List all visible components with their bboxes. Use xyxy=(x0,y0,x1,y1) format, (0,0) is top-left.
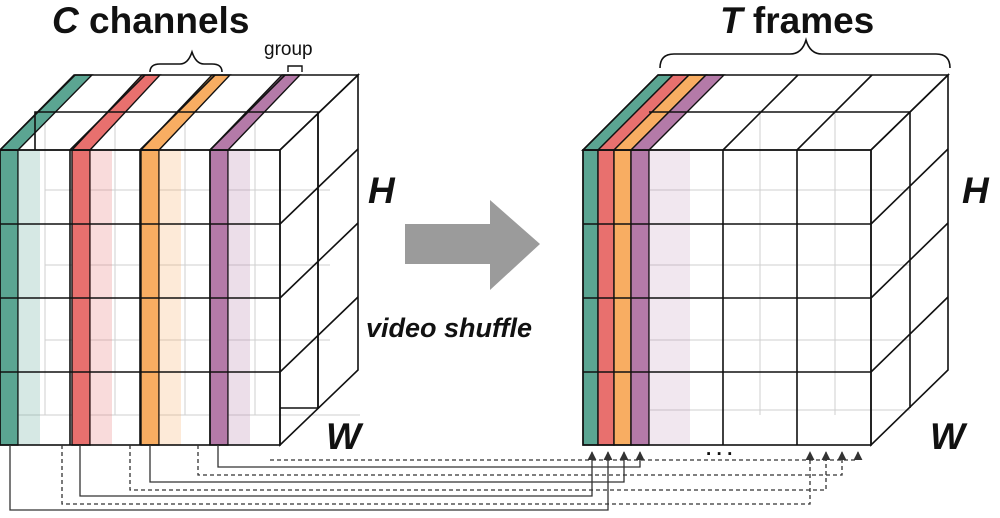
shuffle-connectors xyxy=(9,445,863,511)
connector-solid-2 xyxy=(79,445,597,497)
group-label: group xyxy=(264,39,313,60)
left-width-label: W xyxy=(326,416,361,457)
left-cube-inner-grid xyxy=(10,110,360,416)
channel-group-brace xyxy=(149,49,223,73)
right-width-label: W xyxy=(930,416,965,457)
channels-symbol: C xyxy=(52,0,79,41)
channels-word: channels xyxy=(89,0,250,41)
right-frame-cube xyxy=(581,73,950,447)
channels-title: C channels xyxy=(52,2,249,39)
connector-dashed-2 xyxy=(129,445,831,491)
connector-solid-4 xyxy=(217,445,645,468)
left-feature-cube xyxy=(0,73,360,447)
connector-dashed-1 xyxy=(61,445,815,505)
connector-solid-1 xyxy=(9,445,613,511)
video-shuffle-label: video shuffle xyxy=(366,313,533,343)
left-height-label: H xyxy=(368,170,395,211)
right-frame-bands xyxy=(581,74,726,446)
right-height-label: H xyxy=(962,170,989,211)
shuffle-arrow xyxy=(405,200,540,290)
frames-brace xyxy=(659,37,951,69)
connector-solid-3 xyxy=(149,445,629,483)
connector-dashed-4 xyxy=(270,451,863,461)
group-bracket xyxy=(287,65,303,72)
frames-title: T frames xyxy=(720,2,874,39)
frames-word: frames xyxy=(752,0,875,41)
right-cube-inner-grid xyxy=(650,110,910,415)
connector-ellipsis: . . . xyxy=(706,439,733,460)
frames-symbol: T xyxy=(720,0,743,41)
connector-dashed-3 xyxy=(197,445,847,476)
